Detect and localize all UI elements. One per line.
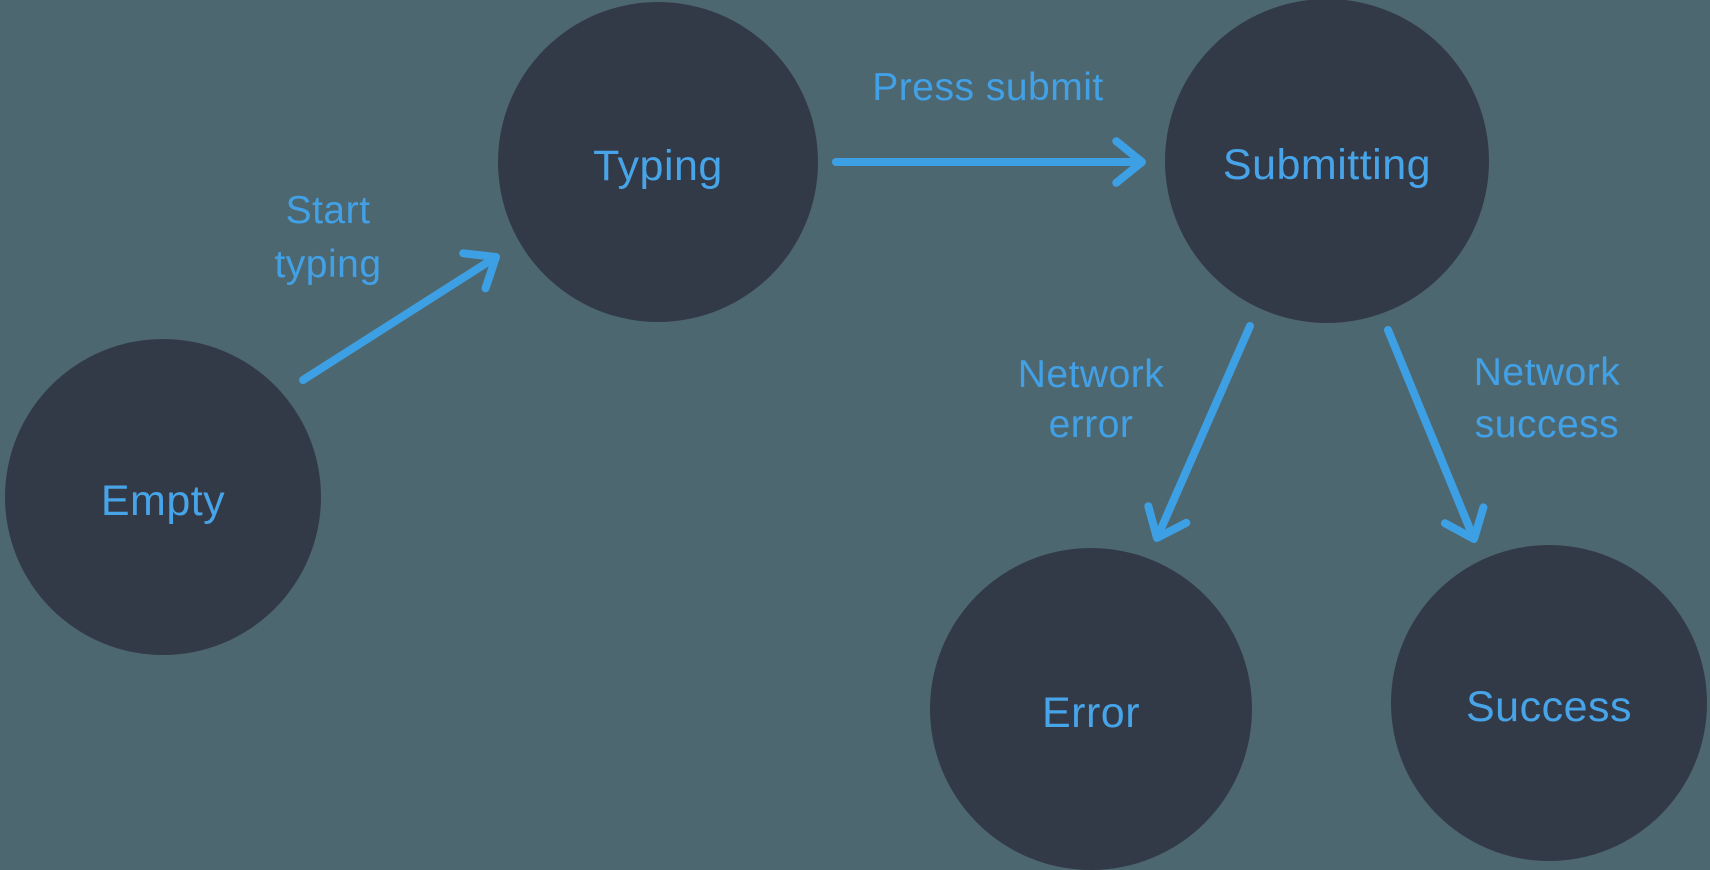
arrowhead-icon-network-error	[1144, 502, 1191, 542]
transition-label-start-typing: Start typing	[274, 189, 381, 286]
transition-label-network-success: Network success	[1474, 351, 1621, 446]
transition-label-line: Network	[1474, 351, 1621, 394]
arrowhead-icon-press-submit	[1112, 137, 1146, 187]
state-circle-empty	[5, 339, 321, 655]
arrowhead-icon-network-success	[1441, 503, 1488, 543]
transition-start-typing: Start typing	[274, 189, 500, 384]
state-node-empty: Empty	[5, 339, 321, 655]
transition-label-line: success	[1475, 403, 1619, 446]
state-label-submitting: Submitting	[1223, 141, 1431, 189]
transition-label-line: Press submit	[872, 66, 1103, 109]
state-label-typing: Typing	[593, 142, 723, 190]
transition-arrow-shaft-start-typing	[299, 255, 497, 384]
state-circle-success	[1391, 545, 1707, 861]
transition-label-press-submit: Press submit	[872, 66, 1103, 109]
transition-arrow-shaft-network-success	[1384, 326, 1477, 540]
state-node-submitting: Submitting	[1165, 0, 1489, 323]
state-label-empty: Empty	[101, 477, 225, 525]
state-circle-error	[930, 548, 1252, 870]
transition-press-submit: Press submit	[832, 66, 1146, 187]
state-node-error: Error	[930, 548, 1252, 870]
state-node-success: Success	[1391, 545, 1707, 861]
state-label-success: Success	[1466, 683, 1632, 731]
transition-label-line: Network	[1018, 353, 1165, 396]
state-circle-submitting	[1165, 0, 1489, 323]
transition-label-network-error: Network error	[1018, 353, 1165, 446]
transition-network-error: Network error	[1018, 322, 1254, 542]
transition-label-line: Start	[286, 189, 371, 232]
arrowhead-icon-start-typing	[459, 249, 500, 293]
state-circle-typing	[498, 2, 818, 322]
transition-arrow-shaft-network-error	[1154, 322, 1254, 539]
transition-network-success: Network success	[1384, 326, 1621, 543]
transition-label-line: typing	[274, 243, 381, 286]
state-label-error: Error	[1042, 689, 1140, 737]
transition-label-line: error	[1049, 403, 1134, 446]
state-node-typing: Typing	[498, 2, 818, 322]
